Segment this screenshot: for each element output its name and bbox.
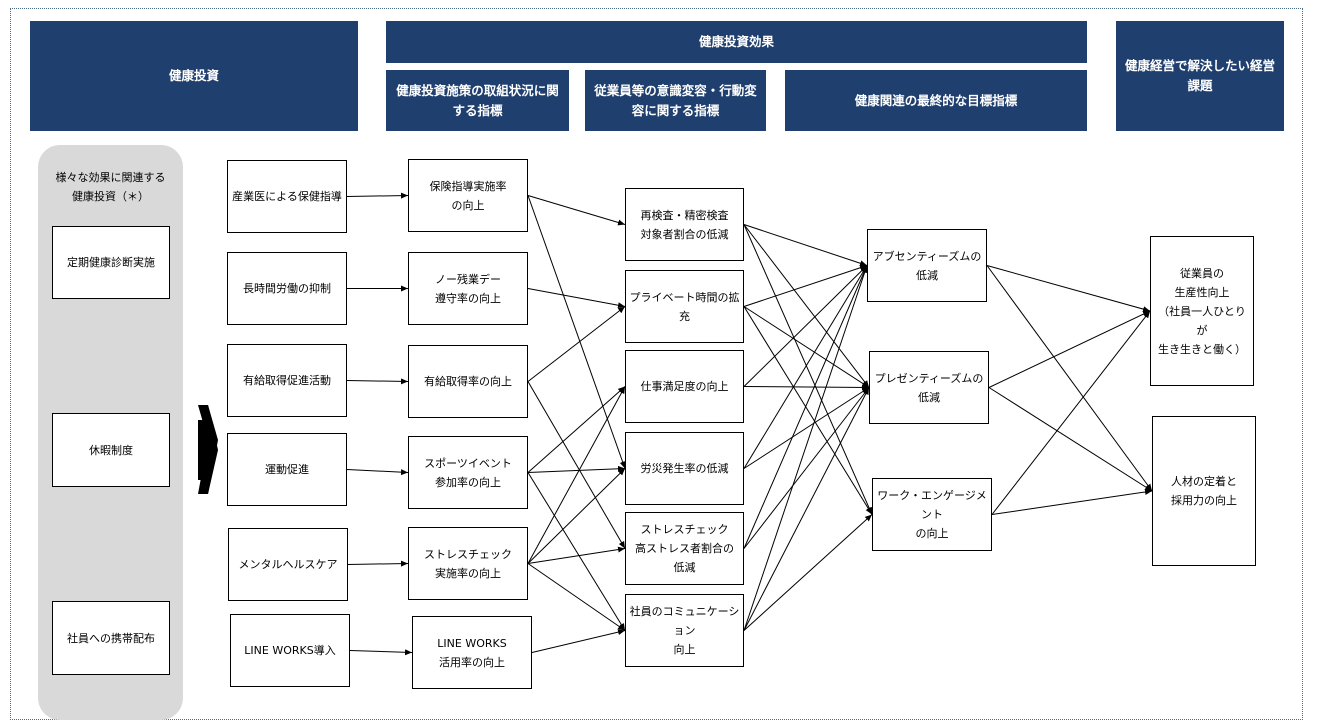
header-effect: 健康投資効果 [386, 21, 1087, 63]
behavior-to-outcome-connector [743, 387, 870, 631]
measure-box-5: ストレスチェック 実施率の向上 [408, 527, 528, 600]
outcome-to-goal-connector [988, 387, 1153, 492]
behavior-to-outcome-connector [743, 306, 873, 515]
header-effect-behavior: 従業員等の意識変容・行動変容に関する指標 [585, 70, 766, 131]
measure-to-behavior-connector [527, 468, 626, 564]
measure-to-behavior-connector [527, 306, 626, 382]
outcome-box-3: ワーク・エンゲージメント の向上 [872, 478, 992, 551]
outcome-to-goal-connector [988, 310, 1151, 388]
goal-box-2: 人材の定着と 採用力の向上 [1152, 416, 1256, 566]
diagram-frame [10, 8, 1303, 720]
measure-to-behavior-connector [527, 546, 626, 564]
investment-measure-connector [349, 649, 413, 656]
header-effect-activity: 健康投資施策の取組状況に関する指標 [386, 70, 569, 131]
header-goal: 健康経営で解決したい経営課題 [1116, 21, 1284, 131]
outcome-box-2: プレゼンティーズムの 低減 [869, 351, 989, 424]
measure-box-6: LINE WORKS 活用率の向上 [412, 616, 532, 689]
measure-to-behavior-connector [527, 386, 626, 473]
behavior-to-outcome-connector [743, 265, 868, 387]
flow-arrow-head [198, 405, 218, 494]
outcome-to-goal-connector [991, 310, 1151, 515]
investment-box-1: 産業医による保健指導 [227, 160, 347, 233]
behavior-box-2: プライベート時間の拡充 [625, 270, 744, 343]
measure-to-behavior-connector [527, 386, 626, 564]
header-investment: 健康投資 [30, 21, 358, 131]
measure-box-2: ノー残業デー 遵守率の向上 [408, 252, 528, 325]
behavior-to-outcome-connector [743, 265, 868, 469]
behavior-to-outcome-connector [743, 264, 868, 307]
outcome-box-1: アブセンティーズムの 低減 [867, 229, 987, 302]
header-effect-final: 健康関連の最終的な目標指標 [785, 70, 1087, 131]
measure-to-behavior-connector [527, 288, 626, 309]
investment-box-4: 運動促進 [227, 433, 347, 506]
measure-to-behavior-connector [527, 472, 626, 631]
measure-to-behavior-connector [531, 629, 626, 653]
behavior-box-1: 再検査・精密検査 対象者割合の低減 [625, 188, 744, 261]
investment-box-6: LINE WORKS導入 [230, 614, 350, 687]
behavior-to-outcome-connector [743, 265, 868, 631]
measure-box-3: 有給取得率の向上 [408, 345, 528, 418]
investment-box-5: メンタルヘルスケア [228, 528, 348, 601]
investment-box-3: 有給取得促進活動 [227, 344, 347, 417]
measure-to-behavior-connector [527, 195, 626, 226]
measure-to-behavior-connector [527, 381, 626, 549]
behavior-to-outcome-connector [743, 265, 868, 549]
panel-item-health-checkup: 定期健康診断実施 [52, 226, 170, 299]
behavior-box-5: ストレスチェック 高ストレス者割合の 低減 [625, 512, 744, 585]
panel-item-leave-system: 休暇制度 [52, 413, 170, 487]
panel-title: 様々な効果に関連する 健康投資（＊） [55, 171, 166, 203]
measure-to-behavior-connector [527, 563, 626, 631]
behavior-to-outcome-connector [743, 224, 870, 388]
behavior-to-outcome-connector [743, 384, 870, 391]
investment-measure-connector [346, 378, 409, 385]
behavior-to-outcome-connector [743, 306, 870, 388]
panel-item-mobile-distribution: 社員への携帯配布 [52, 601, 170, 675]
behavior-to-outcome-connector [743, 387, 870, 549]
outcome-to-goal-connector [991, 489, 1153, 515]
measure-to-behavior-connector [527, 195, 626, 469]
investment-measure-connector [346, 192, 409, 199]
behavior-box-6: 社員のコミュニケーション 向上 [625, 594, 744, 667]
investment-measure-connector [346, 469, 409, 476]
behavior-to-outcome-connector [743, 224, 868, 267]
behavior-box-4: 労災発生率の低減 [625, 432, 744, 505]
measure-box-1: 保険指導実施率 の向上 [408, 159, 528, 232]
goal-box-1: 従業員の 生産性向上 （社員一人ひとりが 生き生きと働く） [1150, 236, 1254, 386]
behavior-to-outcome-connector [743, 387, 870, 469]
measure-box-4: スポーツイベント 参加率の向上 [408, 436, 528, 509]
investment-box-2: 長時間労働の抑制 [227, 252, 347, 325]
behavior-box-3: 仕事満足度の向上 [625, 350, 744, 423]
behavior-to-outcome-connector [743, 224, 873, 515]
outcome-to-goal-connector [986, 265, 1151, 313]
behavior-to-outcome-connector [743, 514, 873, 631]
measure-to-behavior-connector [527, 465, 626, 473]
investment-measure-connector [347, 560, 409, 567]
outcome-to-goal-connector [986, 265, 1153, 492]
